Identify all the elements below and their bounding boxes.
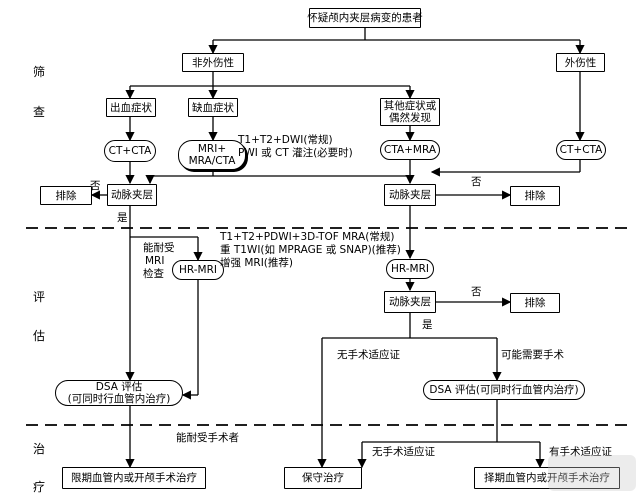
exclude-right-2-node: 排除 — [510, 293, 560, 313]
maybe-surgery-label: 可能需要手术 — [501, 349, 564, 361]
stage-label-treatment-2: 疗 — [33, 480, 46, 494]
no-label-2: 否 — [471, 176, 482, 188]
ct-cta-right-node: CT+CTA — [556, 140, 606, 160]
ischemic-symptom-node: 缺血症状 — [188, 98, 238, 117]
yes-label-1: 是 — [117, 212, 128, 224]
start-node: 怀疑颅内夹层病变的患者 — [307, 8, 423, 28]
dissection-center-node: 动脉夹层 — [384, 184, 436, 206]
cta-mra-node: CTA+MRA — [380, 140, 440, 160]
conservative-treatment-node: 保守治疗 — [284, 467, 362, 489]
dsa-left-line-1: DSA 评估 — [95, 381, 143, 393]
exclude-right-1-node: 排除 — [510, 186, 560, 206]
hr-protocol-line-2: 重 T1WI(如 MPRAGE 或 SNAP)(推荐) — [220, 244, 401, 256]
other-symptom-line-2: 偶然发现 — [389, 112, 431, 124]
has-surgery-indication-label: 有手术适应证 — [549, 446, 612, 458]
dissection-left-node: 动脉夹层 — [107, 184, 157, 206]
hr-mri-center-node: HR-MRI — [386, 259, 434, 279]
stage-label-treatment-1: 治 — [33, 442, 46, 456]
stage-label-evaluation-1: 评 — [33, 290, 46, 304]
dsa-left-line-2: (可同时行血管内治疗) — [67, 393, 171, 405]
watermark-logo — [548, 455, 636, 491]
bleeding-symptom-node: 出血症状 — [106, 98, 156, 117]
treatment-right-node: 择期血管内或开颅手术治疗 — [474, 467, 620, 489]
hr-protocol-line-1: T1+T2+PDWI+3D-TOF MRA(常规) — [220, 231, 395, 243]
mri-tolerance-line-2: MRI — [145, 255, 165, 267]
mri-line-2: MRA/CTA — [188, 155, 236, 167]
trauma-node: 外伤性 — [556, 53, 605, 72]
dissection-eval-node: 动脉夹层 — [384, 291, 436, 313]
hr-mri-left-node: HR-MRI — [172, 260, 224, 280]
dsa-right-node: DSA 评估(可同时行血管内治疗) — [423, 380, 585, 400]
other-symptom-line-1: 其他症状或 — [383, 100, 437, 112]
mri-protocol-line-1: T1+T2+DWI(常规) — [238, 134, 333, 146]
mri-mra-node: MRI+ MRA/CTA — [178, 140, 246, 170]
no-label-1: 否 — [90, 180, 101, 192]
stage-label-screening-1: 筛 — [33, 65, 46, 79]
mri-protocol-line-2: PWI 或 CT 灌注(必要时) — [238, 147, 353, 159]
mri-tolerance-line-3: 检查 — [143, 268, 164, 280]
treatment-left-node: 限期血管内或开颅手术治疗 — [62, 467, 206, 489]
no-label-3: 否 — [471, 286, 482, 298]
non-trauma-node: 非外伤性 — [182, 53, 244, 72]
surgery-tolerance-label: 能耐受手术者 — [176, 432, 239, 444]
dsa-left-node: DSA 评估 (可同时行血管内治疗) — [55, 380, 183, 406]
mri-line-1: MRI+ — [197, 143, 227, 155]
stage-label-screening-2: 查 — [33, 105, 46, 119]
hr-protocol-line-3: 增强 MRI(推荐) — [220, 257, 293, 269]
no-surgery-indication-label-1: 无手术适应证 — [337, 349, 400, 361]
exclude-left-node: 排除 — [40, 186, 92, 205]
stage-label-evaluation-2: 估 — [33, 329, 46, 343]
mri-tolerance-line-1: 能耐受 — [143, 242, 175, 254]
no-surgery-indication-label-2: 无手术适应证 — [372, 446, 435, 458]
yes-label-2: 是 — [422, 319, 433, 331]
ct-cta-left-node: CT+CTA — [104, 140, 156, 162]
other-symptom-node: 其他症状或 偶然发现 — [380, 98, 440, 126]
